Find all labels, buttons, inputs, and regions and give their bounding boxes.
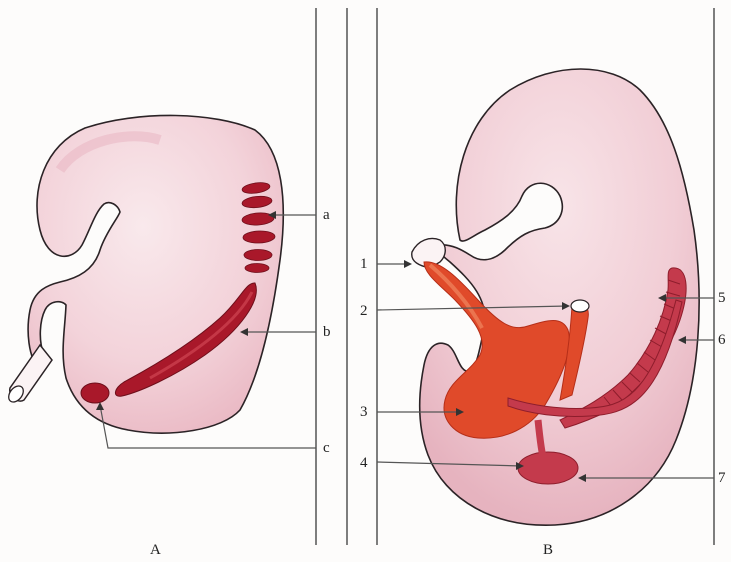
panel-b-title: B — [543, 543, 553, 558]
label-4: 4 — [360, 456, 368, 471]
label-c: c — [323, 441, 330, 456]
label-5: 5 — [718, 291, 726, 306]
label-b: b — [323, 325, 331, 340]
label-1: 1 — [360, 257, 368, 272]
label-7: 7 — [718, 471, 726, 486]
label-a: a — [323, 208, 330, 223]
label-2: 2 — [360, 304, 368, 319]
panel-a-title: A — [150, 543, 161, 558]
structure-7 — [518, 452, 578, 484]
label-6: 6 — [718, 333, 726, 348]
embryo-b — [377, 69, 714, 525]
structure-c — [81, 383, 109, 403]
label-3: 3 — [360, 405, 368, 420]
embryo-a — [6, 115, 316, 448]
